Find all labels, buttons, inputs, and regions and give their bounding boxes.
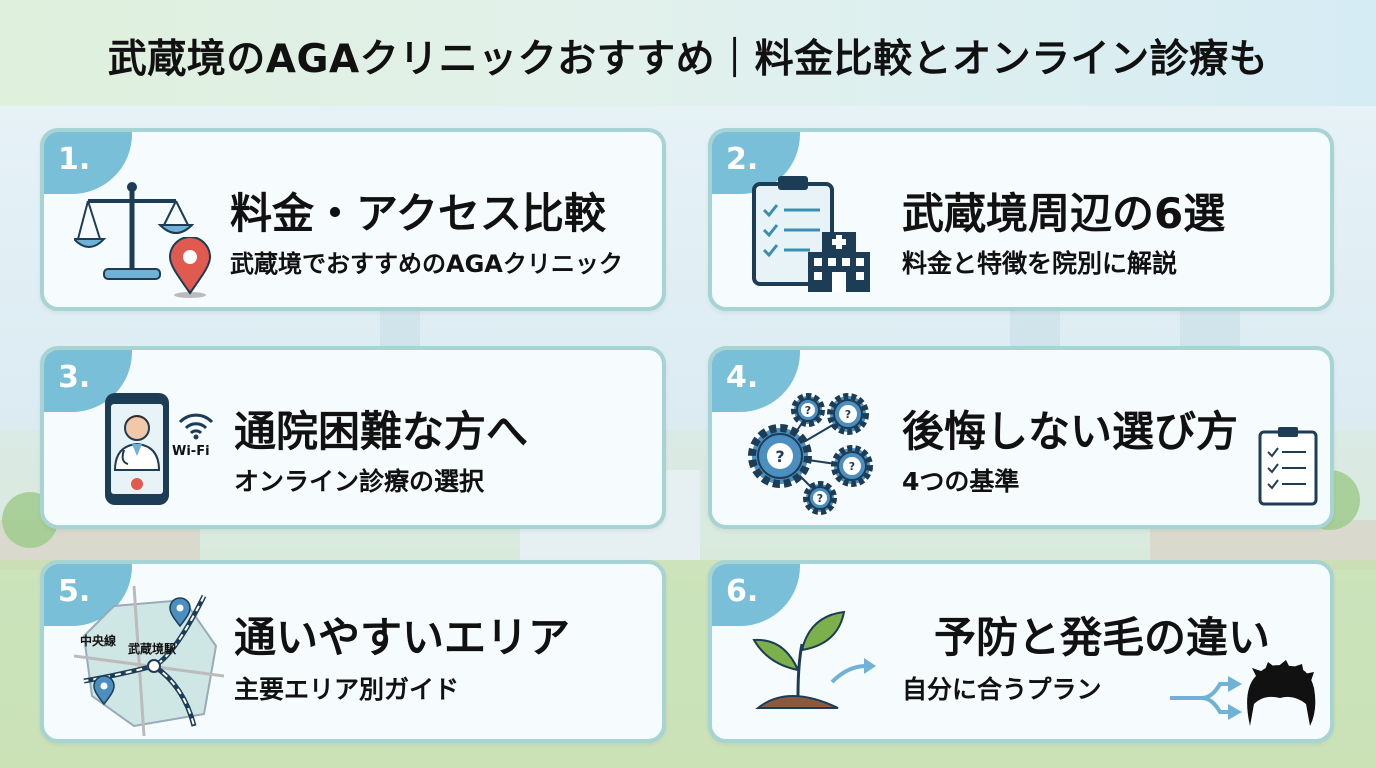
- card-heading: 通いやすいエリア: [234, 613, 571, 662]
- card-4: 4. ? ???? 後悔しない選び方 4つの基準: [708, 346, 1334, 529]
- svg-text:?: ?: [849, 460, 855, 473]
- card-number: 2.: [726, 142, 759, 177]
- card-heading: 後悔しない選び方: [902, 407, 1239, 456]
- arrow-icon: [830, 658, 876, 684]
- card-number: 3.: [58, 360, 91, 395]
- card-2: 2. 武蔵境周辺の6選 料金と特徴を院別に解説: [708, 128, 1334, 311]
- hospital-building-icon: [808, 232, 870, 292]
- card-3: 3. Wi-Fi 通院困難な方へ オンライン診療の選択: [40, 346, 666, 529]
- card-subheading: オンライン診療の選択: [234, 467, 485, 496]
- card-1: 1. 料金・アクセス比較 武蔵境でおすすめのAGAクリニック: [40, 128, 666, 311]
- wifi-icon: [178, 413, 214, 440]
- question-gears-icon: ? ????: [748, 393, 873, 515]
- page-title: 武蔵境のAGAクリニックおすすめ｜料金比較とオンライン診療も: [107, 37, 1269, 82]
- card-heading: 武蔵境周辺の6選: [902, 189, 1226, 238]
- header: 武蔵境のAGAクリニックおすすめ｜料金比較とオンライン診療も: [0, 0, 1376, 106]
- area-map-icon: [74, 586, 224, 736]
- map-label-musashisakai-station: 武蔵境駅: [128, 642, 177, 656]
- card-6: 6. 予防と発毛の違い 自分に合うプラン: [708, 560, 1334, 743]
- branch-arrow-icon: [1170, 676, 1242, 720]
- card-heading: 通院困難な方へ: [234, 407, 529, 456]
- checklist-icon: [1258, 427, 1318, 506]
- scale-icon: [74, 182, 194, 280]
- hair-icon: [1247, 660, 1316, 726]
- card-number: 5.: [58, 574, 91, 609]
- svg-text:?: ?: [845, 408, 851, 421]
- svg-text:?: ?: [775, 447, 784, 466]
- card-subheading: 4つの基準: [902, 467, 1020, 496]
- card-subheading: 料金と特徴を院別に解説: [902, 249, 1178, 278]
- wifi-label: Wi-Fi: [172, 444, 210, 459]
- svg-text:?: ?: [817, 492, 823, 505]
- card-number: 1.: [58, 142, 91, 177]
- svg-text:?: ?: [805, 404, 811, 417]
- card-heading: 料金・アクセス比較: [230, 189, 606, 238]
- card-subheading: 武蔵境でおすすめのAGAクリニック: [230, 250, 623, 278]
- card-5: 5. 中央線 武蔵境駅 通いやすいエリア 主要エリア別ガイド: [40, 560, 666, 743]
- card-heading: 予防と発毛の違い: [934, 613, 1271, 662]
- map-pin-icon: [168, 237, 212, 298]
- card-number: 4.: [726, 360, 759, 395]
- sprout-icon: [752, 610, 846, 709]
- map-label-chuo-line: 中央線: [80, 634, 117, 648]
- card-number: 6.: [726, 574, 759, 609]
- card-subheading: 主要エリア別ガイド: [234, 675, 460, 704]
- smartphone-doctor-icon: [105, 393, 169, 505]
- card-subheading: 自分に合うプラン: [902, 675, 1102, 704]
